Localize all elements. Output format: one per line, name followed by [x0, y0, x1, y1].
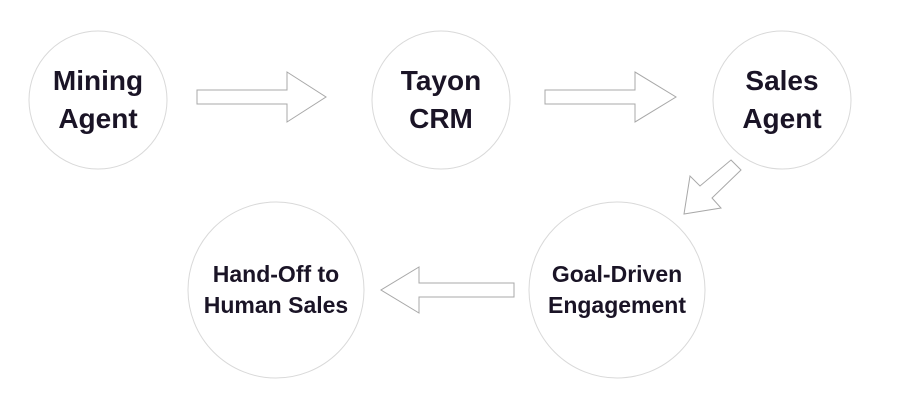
arrow-right-1	[196, 71, 327, 123]
mining-agent-line2: Agent	[58, 103, 138, 134]
arrow-down-left	[683, 159, 742, 215]
mining-agent-node: Mining Agent	[29, 62, 167, 138]
mining-agent-circle	[28, 30, 168, 170]
goal-driven-line1: Goal-Driven	[551, 261, 683, 287]
hand-off-line2: Human Sales	[203, 292, 349, 318]
sales-agent-line1: Sales	[745, 65, 819, 96]
goal-driven-node: Goal-Driven Engagement	[529, 259, 705, 321]
hand-off-node: Hand-Off to Human Sales	[188, 259, 364, 321]
sales-agent-circle	[712, 30, 852, 170]
tayon-crm-line2: CRM	[409, 103, 473, 134]
tayon-crm-circle	[371, 30, 511, 170]
tayon-crm-line1: Tayon	[400, 65, 482, 96]
arrow-left	[380, 266, 515, 314]
sales-agent-line2: Agent	[742, 103, 822, 134]
goal-driven-circle	[528, 201, 706, 379]
tayon-crm-node: Tayon CRM	[372, 62, 510, 138]
hand-off-line1: Hand-Off to	[212, 261, 340, 287]
sales-agent-node: Sales Agent	[713, 62, 851, 138]
goal-driven-line2: Engagement	[547, 292, 687, 318]
hand-off-circle	[187, 201, 365, 379]
arrow-right-2	[544, 71, 677, 123]
mining-agent-line1: Mining	[52, 65, 144, 96]
